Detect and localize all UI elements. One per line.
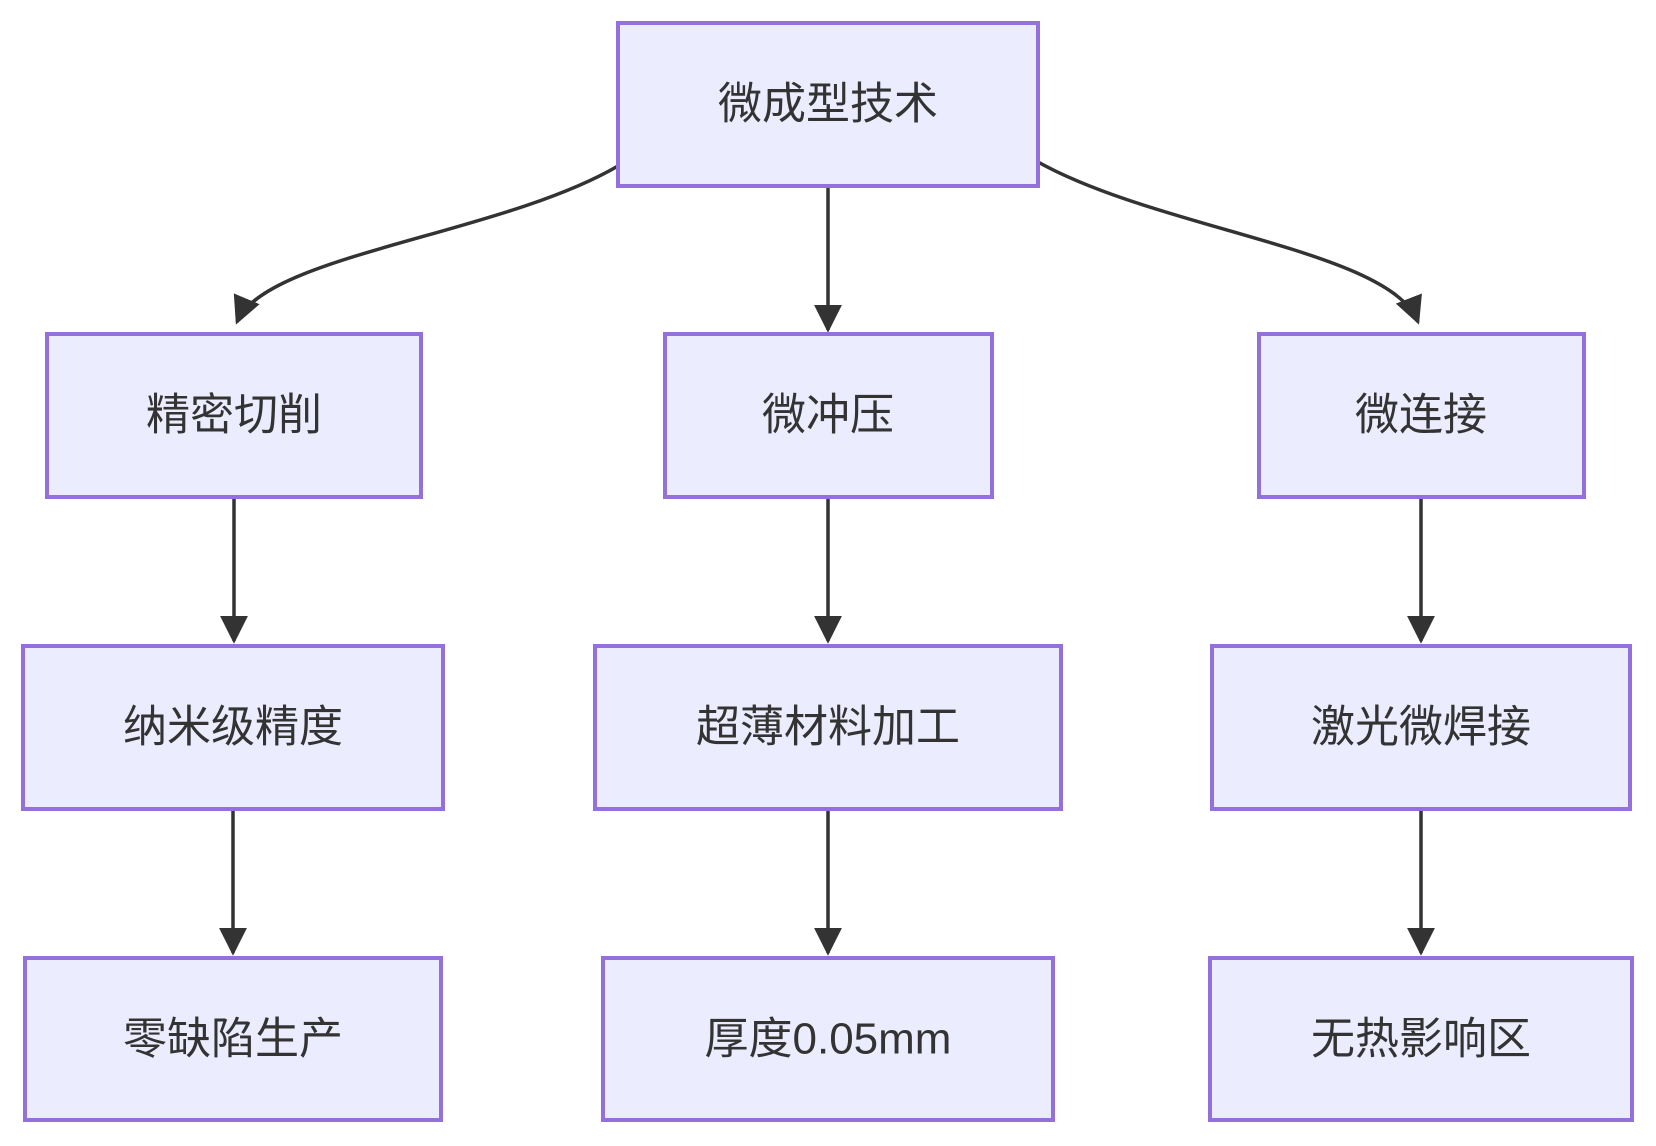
edge-root-to-cutting xyxy=(233,164,619,325)
node-laser-welding-box xyxy=(1210,644,1632,811)
node-stamping-box xyxy=(663,332,994,499)
node-root-box xyxy=(616,21,1040,188)
node-nano-precision-box xyxy=(21,644,445,811)
node-thickness-box xyxy=(601,956,1055,1122)
node-laser-welding: 激光微焊接 xyxy=(1210,644,1632,811)
node-thickness: 厚度0.05mm xyxy=(601,956,1055,1122)
node-cutting: 精密切削 xyxy=(45,332,423,499)
node-stamping: 微冲压 xyxy=(663,332,994,499)
node-nano-precision: 纳米级精度 xyxy=(21,644,445,811)
node-zero-defect: 零缺陷生产 xyxy=(23,956,443,1122)
node-ultrathin-box xyxy=(593,644,1063,811)
node-ultrathin: 超薄材料加工 xyxy=(593,644,1063,811)
node-zero-defect-box xyxy=(23,956,443,1122)
node-zero-defect-label: 零缺陷生产 xyxy=(123,1015,343,1064)
node-joining-label: 微连接 xyxy=(1355,391,1487,440)
edge-root-to-joining xyxy=(1037,160,1422,325)
node-joining-box xyxy=(1257,332,1586,499)
node-thickness-label: 厚度0.05mm xyxy=(705,1015,952,1064)
node-no-haz-box xyxy=(1208,956,1634,1122)
node-no-haz-label: 无热影响区 xyxy=(1311,1015,1531,1064)
node-stamping-label: 微冲压 xyxy=(762,391,894,440)
node-root-label: 微成型技术 xyxy=(718,80,938,129)
node-cutting-box xyxy=(45,332,423,499)
node-root: 微成型技术 xyxy=(616,21,1040,188)
node-no-haz: 无热影响区 xyxy=(1208,956,1634,1122)
node-ultrathin-label: 超薄材料加工 xyxy=(696,703,960,752)
node-laser-welding-label: 激光微焊接 xyxy=(1311,703,1531,752)
node-joining: 微连接 xyxy=(1257,332,1586,499)
node-nano-precision-label: 纳米级精度 xyxy=(123,703,343,752)
node-cutting-label: 精密切削 xyxy=(146,391,322,440)
